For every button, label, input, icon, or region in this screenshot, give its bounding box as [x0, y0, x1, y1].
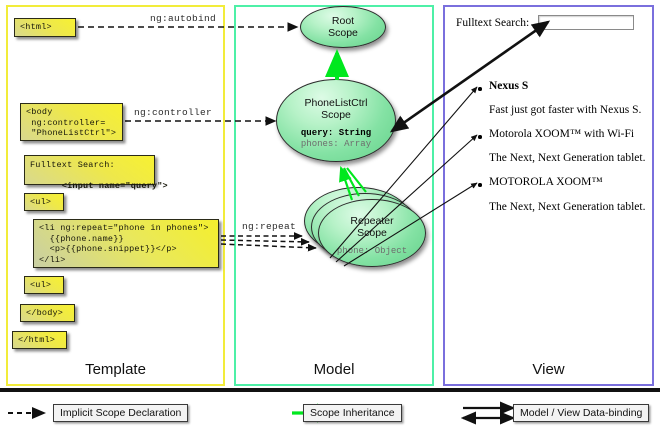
scope-phonelistctrl: PhoneListCtrl Scope query: String phones… — [276, 79, 396, 162]
scope-repeater-title-2: Scope — [357, 227, 387, 239]
code-box-body-open: <body ng:controller= "PhoneListCtrl"> — [20, 103, 123, 141]
view-bullet-1 — [478, 87, 482, 91]
view-item-name-1: Nexus S — [489, 80, 529, 92]
scope-root: Root Scope — [300, 6, 386, 48]
fulltext-input-markup: <input name="query"> — [51, 181, 168, 191]
view-item-snippet-2: The Next, Next Generation tablet. — [489, 152, 646, 164]
code-box-fulltext-search: Fulltext Search: <input name="query"> — [24, 155, 168, 191]
view-bullet-2 — [478, 135, 482, 139]
scope-root-title-2: Scope — [328, 27, 358, 39]
code-box-ul-open: <ul> — [24, 193, 64, 211]
scope-repeater: Repeater Scope phone: Object — [318, 199, 426, 267]
scope-phonelistctrl-prop-phones: phones: Array — [300, 139, 372, 149]
scope-repeater-prop-phone: phone: Object — [336, 246, 408, 256]
scope-phonelistctrl-title-1: PhoneListCtrl — [304, 97, 368, 109]
legend: Implicit Scope Declaration Scope Inherit… — [0, 392, 660, 435]
scope-phonelistctrl-prop-query: query: String — [300, 128, 372, 138]
label-ng-repeat: ng:repeat — [240, 221, 299, 232]
view-item-name-3: MOTOROLA XOOM™ — [489, 176, 603, 188]
view-item-snippet-3: The Next, Next Generation tablet. — [489, 201, 646, 213]
panel-view-label: View — [532, 361, 565, 378]
fulltext-label-text: Fulltext Search: — [30, 160, 115, 170]
code-box-body-close: </body> — [20, 304, 75, 322]
view-item-snippet-1: Fast just got faster with Nexus S. — [489, 104, 642, 116]
code-box-html-close: </html> — [12, 331, 67, 349]
scope-root-title-1: Root — [331, 15, 355, 27]
scope-phonelistctrl-title-2: Scope — [321, 109, 351, 121]
view-search-label: Fulltext Search: — [456, 17, 530, 29]
view-search-input[interactable] — [538, 15, 634, 30]
view-item-name-2: Motorola XOOM™ with Wi-Fi — [489, 128, 635, 140]
legend-separator-bar — [0, 388, 660, 392]
code-box-html-open: <html> — [14, 18, 76, 37]
panel-view: View — [443, 5, 654, 386]
code-box-li-repeat: <li ng:repeat="phone in phones"> {{phone… — [33, 219, 219, 268]
panel-template-label: Template — [85, 361, 146, 378]
scope-repeater-title-1: Repeater — [350, 215, 394, 227]
legend-label-inheritance: Scope Inheritance — [303, 404, 402, 422]
label-ng-controller: ng:controller — [132, 107, 215, 118]
code-box-ul-close: <ul> — [24, 276, 64, 294]
panel-model-label: Model — [313, 361, 355, 378]
legend-label-implicit: Implicit Scope Declaration — [53, 404, 189, 422]
legend-label-databinding: Model / View Data-binding — [513, 404, 650, 422]
label-ng-autobind: ng:autobind — [148, 13, 219, 24]
view-bullet-3 — [478, 183, 482, 187]
